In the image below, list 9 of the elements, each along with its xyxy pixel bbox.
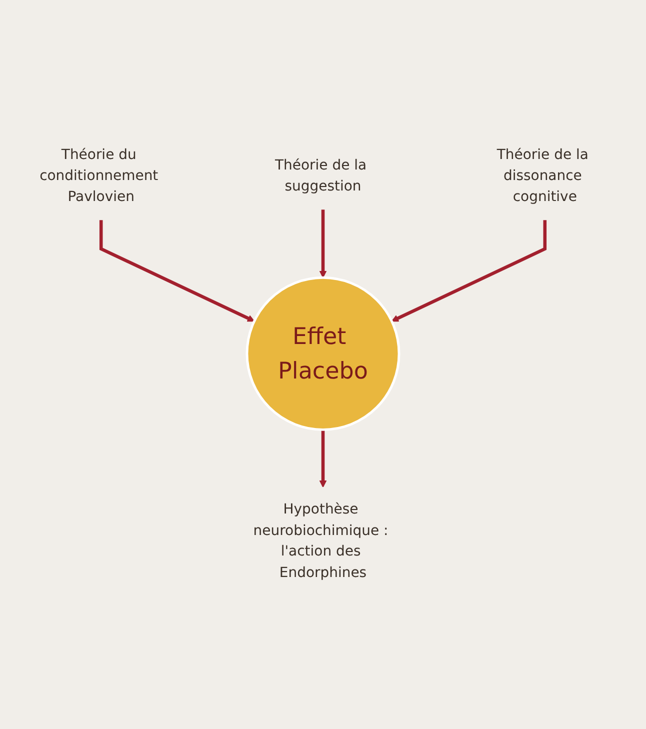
arrow (319, 210, 327, 278)
arrow (319, 430, 327, 488)
node-circle: Effet Placebo (246, 276, 400, 432)
node-text: Théorie de la suggestion (275, 157, 367, 195)
arrow (391, 220, 547, 322)
node-text: Théorie du conditionnement Pavlovien (40, 146, 158, 206)
node-text: Hypothèse neurobiochimique : l'action des Endorphines (253, 502, 388, 581)
node-text: Théorie de la dissonance cognitive (496, 146, 588, 206)
arrow (99, 220, 255, 322)
